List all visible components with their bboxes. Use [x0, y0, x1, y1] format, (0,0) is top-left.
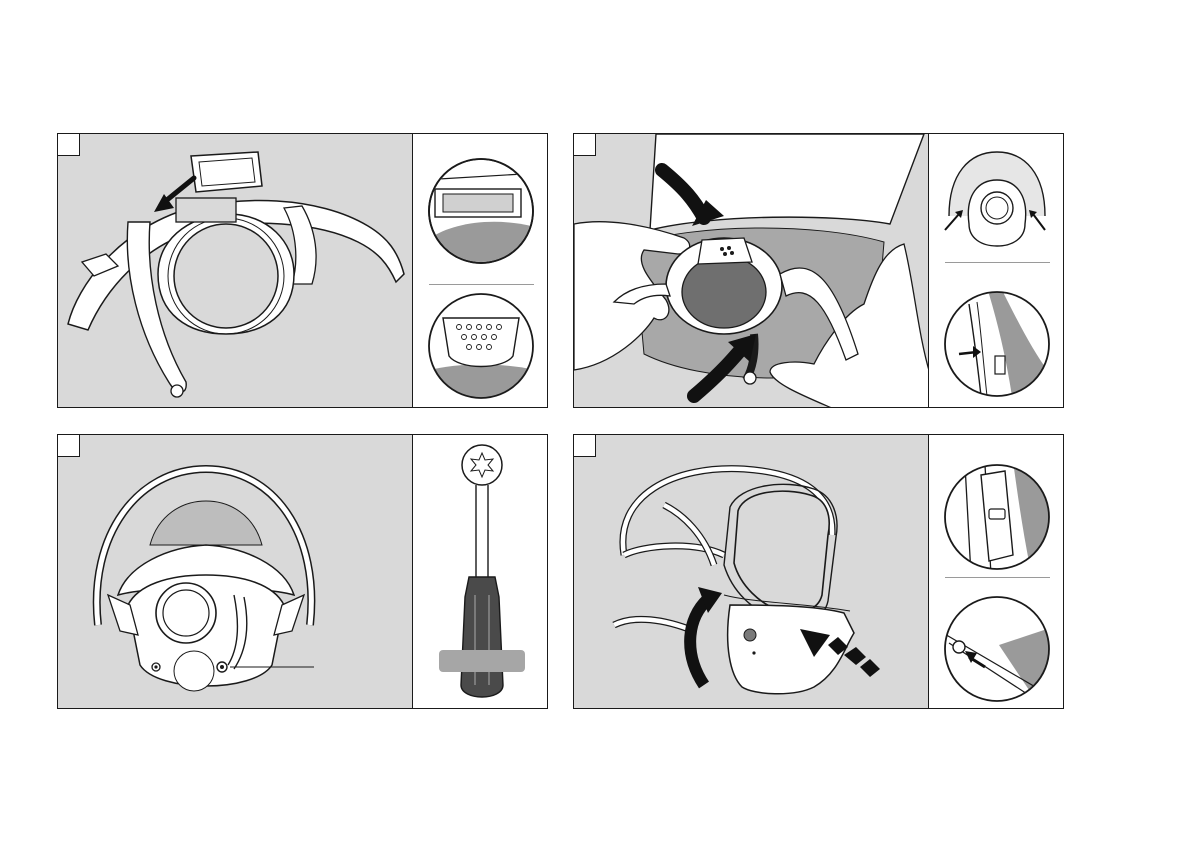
detail-column — [412, 134, 548, 407]
hinge-pin-detail-icon — [929, 435, 1064, 709]
step-3-panel — [57, 434, 548, 709]
step-2-panel — [573, 133, 1064, 408]
torx-screwdriver-icon — [413, 435, 548, 709]
hands-attaching-harness-to-visor-icon — [574, 134, 930, 408]
rear-view-harness-with-screw-icon — [58, 435, 414, 709]
head-harness-with-filter-arrow-icon — [58, 134, 418, 408]
detail-column — [928, 435, 1064, 708]
side-latch-detail-icon — [929, 134, 1064, 408]
detail-column — [412, 435, 548, 708]
step-4-panel — [573, 434, 1064, 709]
helmet-with-rotation-arrows-icon — [574, 435, 930, 709]
step-1-panel — [57, 133, 548, 408]
filter-perforation-detail-icon — [413, 134, 548, 408]
detail-column — [928, 134, 1064, 407]
